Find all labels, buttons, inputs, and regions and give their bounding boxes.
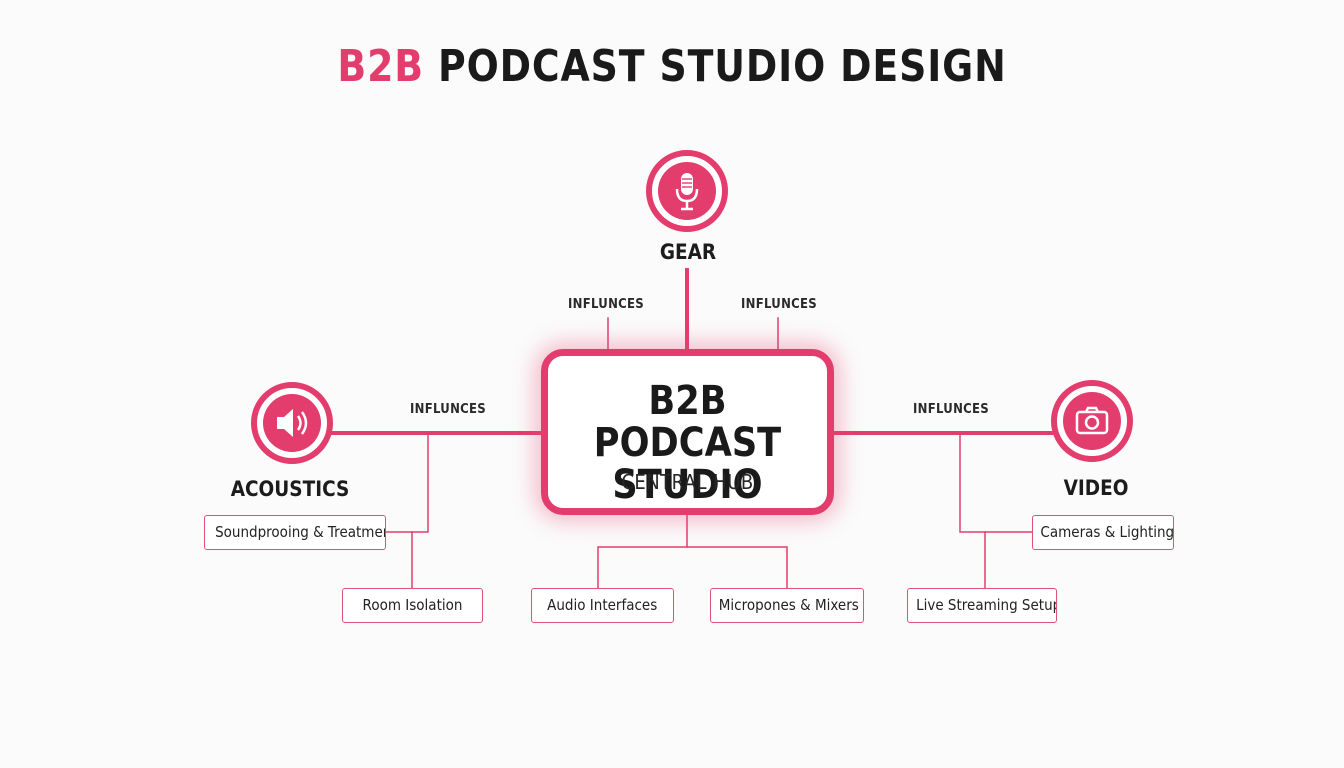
box-microphones-mixers: Micropones & Mixers (710, 588, 864, 623)
edge-label-gear-right: INFLUNCES (741, 297, 817, 312)
edge-label-video: INFLUNCES (913, 402, 989, 417)
gear-node (646, 150, 728, 232)
box-cameras-lighting: Cameras & Lighting (1032, 515, 1174, 550)
title-accent: B2B (337, 41, 424, 92)
box-soundproofing: Soundprooing & Treatment (204, 515, 386, 550)
video-node (1051, 380, 1133, 462)
box-microphones-mixers-label: Micropones & Mixers (718, 596, 859, 614)
box-audio-interfaces-label: Audio Interfaces (547, 596, 658, 614)
box-room-isolation: Room Isolation (342, 588, 483, 623)
camera-icon (1075, 406, 1109, 435)
hub-subtitle: CENTRAL HUB (621, 470, 754, 494)
microphone-icon (675, 173, 699, 211)
box-live-streaming-label: Live Streaming Setup (916, 596, 1057, 614)
connector-hub-children (597, 514, 688, 589)
box-cameras-lighting-label: Cameras & Lighting (1040, 523, 1174, 541)
acoustics-label: ACOUSTICS (230, 477, 350, 501)
box-soundproofing-label: Soundprooing & Treatment (215, 523, 386, 541)
connector-acoustics-soundproofing (385, 432, 429, 533)
video-label: VIDEO (1063, 476, 1129, 500)
box-live-streaming: Live Streaming Setup (907, 588, 1057, 623)
box-audio-interfaces: Audio Interfaces (531, 588, 674, 623)
acoustics-node (251, 382, 333, 464)
central-hub: B2B PODCAST STUDIO CENTRAL HUB (541, 349, 834, 515)
connector-video-cameras (959, 432, 1033, 533)
edge-label-acoustics: INFLUNCES (410, 402, 486, 417)
edge-label-gear-left: INFLUNCES (568, 297, 644, 312)
page-title: B2B PODCAST STUDIO DESIGN (94, 38, 1250, 96)
title-rest: PODCAST STUDIO DESIGN (438, 41, 1007, 92)
connector-hub-mics (686, 546, 788, 589)
hub-title: B2B PODCAST STUDIO (593, 378, 782, 508)
box-room-isolation-label: Room Isolation (362, 596, 463, 614)
gear-label: GEAR (659, 240, 717, 264)
speaker-icon (277, 409, 308, 437)
